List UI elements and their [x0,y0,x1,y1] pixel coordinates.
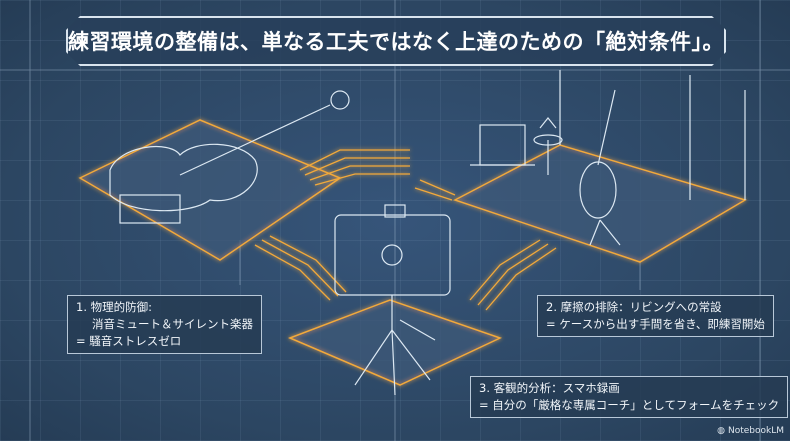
label-heading: 3. 客観的分析：スマホ録画 [479,381,620,395]
label-line: = 騒音ストレスゼロ [76,334,182,348]
slide-title: 練習環境の整備は、単なる工夫ではなく上達のための「絶対条件」。 [66,16,726,66]
platform-violin [78,119,342,261]
label-line: 消音ミュート＆サイレント楽器 [92,317,253,331]
label-objective-analysis: 3. 客観的分析：スマホ録画 = 自分の「厳格な専属コーチ」としてフォームをチェ… [470,376,789,418]
violin-illustration [109,90,350,224]
notebooklm-brand: ◍ NotebookLM [717,426,784,436]
label-remove-friction: 2. 摩擦の排除：リビングへの常設 = ケースから出す手間を省き、即練習開始 [537,295,774,337]
platform-camera [287,299,502,386]
circuit-lines [254,149,557,311]
phone-tripod-illustration [334,204,451,396]
label-heading: 1. 物理的防御: [76,300,153,314]
living-room-illustration [470,70,746,246]
brand-text: NotebookLM [727,426,784,436]
label-line: = 自分の「厳格な専属コーチ」としてフォームをチェック [479,398,780,412]
label-heading: 2. 摩擦の排除：リビングへの常設 [546,300,722,314]
label-line: = ケースから出す手間を省き、即練習開始 [546,317,765,331]
label-physical-defense: 1. 物理的防御: 消音ミュート＆サイレント楽器 = 騒音ストレスゼロ [67,295,262,354]
notebooklm-logo-icon: ◍ [717,426,725,436]
